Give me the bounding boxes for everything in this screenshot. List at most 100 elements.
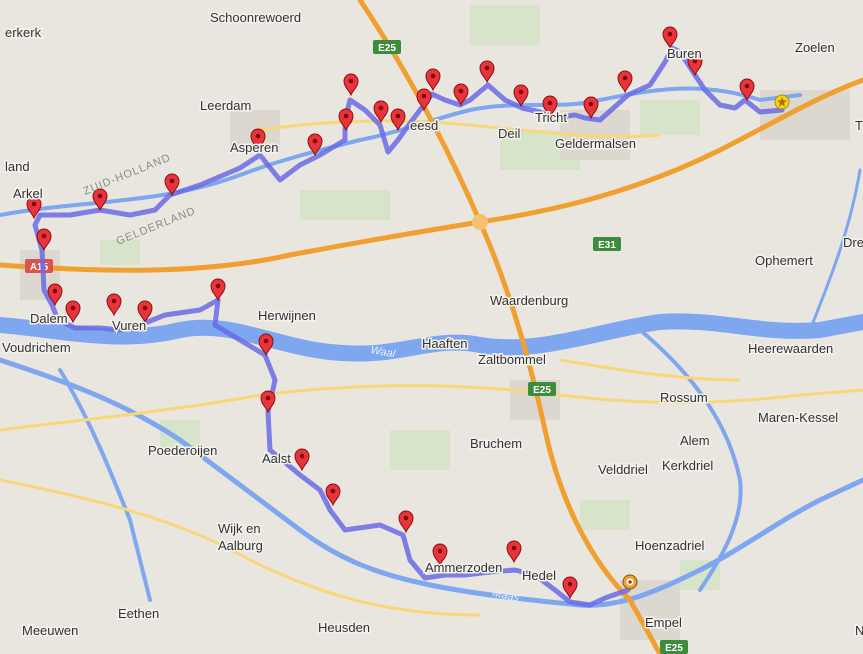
place-herwijnen: Herwijnen	[258, 308, 316, 323]
route-marker-pin-icon[interactable]	[453, 83, 469, 107]
route-line[interactable]	[32, 45, 785, 608]
route-marker-pin-icon[interactable]	[739, 78, 755, 102]
place-eethen: Eethen	[118, 606, 159, 621]
route-marker-pin-icon[interactable]	[398, 510, 414, 534]
place-tricht: Tricht	[535, 110, 567, 125]
place-heusden: Heusden	[318, 620, 370, 635]
svg-text:A15: A15	[30, 262, 49, 273]
route-marker-pin-icon[interactable]	[137, 300, 153, 324]
place-heerewaarden: Heerewaarden	[748, 341, 833, 356]
place-ophemert: Ophemert	[755, 253, 813, 268]
route-marker-pin-icon[interactable]	[390, 108, 406, 132]
route-marker-pin-icon[interactable]	[36, 228, 52, 252]
place-leerkerk: erkerk	[5, 25, 42, 40]
shield-e31: E31	[593, 237, 621, 251]
yellow-star-marker-icon[interactable]	[774, 94, 790, 110]
route-marker-pin-icon[interactable]	[343, 73, 359, 97]
place-marenkessel: Maren-Kessel	[758, 410, 838, 425]
place-geldermalsen: Geldermalsen	[555, 136, 636, 151]
place-vuren: Vuren	[112, 318, 146, 333]
place-kerkdriel: Kerkdriel	[662, 458, 713, 473]
place-empel: Empel	[645, 615, 682, 630]
place-holland: land	[5, 159, 30, 174]
route-marker-pin-icon[interactable]	[106, 293, 122, 317]
place-rossum: Rossum	[660, 390, 708, 405]
river-oxbow	[638, 328, 743, 592]
river-afgedamde-maas	[58, 368, 152, 602]
greenery	[100, 5, 720, 590]
shield-e25-bottom: E25	[660, 640, 688, 654]
place-haaften: Haaften	[422, 336, 468, 351]
route-marker-pin-icon[interactable]	[47, 283, 63, 307]
shield-e25-top: E25	[373, 40, 401, 54]
place-aalst: Aalst	[262, 451, 291, 466]
place-hoenzadriel: Hoenzadriel	[635, 538, 704, 553]
place-waardenburg: Waardenburg	[490, 293, 568, 308]
river-label-waal: Waal	[369, 344, 396, 360]
place-schoonrewoerd: Schoonrewoerd	[210, 10, 301, 25]
svg-text:E31: E31	[598, 240, 616, 251]
route-marker-pin-icon[interactable]	[583, 96, 599, 120]
place-aalburg: Aalburg	[218, 538, 263, 553]
place-bruchem: Bruchem	[470, 436, 522, 451]
route-marker-pin-icon[interactable]	[250, 128, 266, 152]
route-marker-pin-icon[interactable]	[425, 68, 441, 92]
place-hedel: Hedel	[522, 568, 556, 583]
route-marker-pin-icon[interactable]	[416, 88, 432, 112]
place-woudrichem: Voudrichem	[2, 340, 71, 355]
route-marker-pin-icon[interactable]	[210, 278, 226, 302]
place-buren: Buren	[667, 46, 702, 61]
route-marker-pin-icon[interactable]	[65, 300, 81, 324]
place-ammerzoden: Ammerzoden	[425, 560, 502, 575]
secondary-roads	[0, 119, 863, 617]
place-dre: Dre	[843, 235, 863, 250]
route-marker-pin-icon[interactable]	[687, 53, 703, 77]
route-marker-pin-icon[interactable]	[307, 133, 323, 157]
route-marker-pin-icon[interactable]	[258, 333, 274, 357]
canal-right	[808, 168, 862, 332]
route-marker-pin-icon[interactable]	[432, 543, 448, 567]
route-marker-pin-icon[interactable]	[164, 173, 180, 197]
svg-text:E25: E25	[378, 43, 396, 54]
route-marker-pin-icon[interactable]	[617, 70, 633, 94]
route-marker-pin-icon[interactable]	[338, 108, 354, 132]
route-marker-pin-icon[interactable]	[506, 540, 522, 564]
place-zoelen: Zoelen	[795, 40, 835, 55]
place-poederoijen: Poederoijen	[148, 443, 217, 458]
river-waal	[0, 313, 863, 362]
route-marker-pin-icon[interactable]	[542, 95, 558, 119]
place-beesd: eesd	[410, 118, 438, 133]
place-t: T	[855, 118, 863, 133]
orange-target-marker-icon[interactable]	[622, 574, 638, 590]
river-label-maas: Maas	[491, 587, 520, 604]
shield-e25-mid: E25	[528, 382, 556, 396]
place-wijken: Wijk en	[218, 521, 261, 536]
place-leerdam: Leerdam	[200, 98, 251, 113]
route-marker-pin-icon[interactable]	[325, 483, 341, 507]
place-alem: Alem	[680, 433, 710, 448]
route-marker-pin-icon[interactable]	[294, 448, 310, 472]
place-asperen: Asperen	[230, 140, 278, 155]
route-marker-pin-icon[interactable]	[562, 576, 578, 600]
route-marker-pin-icon[interactable]	[260, 390, 276, 414]
route-marker-pin-icon[interactable]	[513, 84, 529, 108]
route-marker-pin-icon[interactable]	[26, 196, 42, 220]
river-maas	[0, 357, 863, 608]
place-zaltbommel: Zaltbommel	[478, 352, 546, 367]
route-marker-pin-icon[interactable]	[373, 100, 389, 124]
place-meeuwen: Meeuwen	[22, 623, 78, 638]
place-n: N	[855, 623, 863, 638]
place-velddriel: Velddriel	[598, 462, 648, 477]
route-marker-pin-icon[interactable]	[479, 60, 495, 84]
route-marker-pin-icon[interactable]	[662, 26, 678, 50]
place-labels: Schoonrewoerd erkerk Zoelen Buren Leerda…	[1, 9, 863, 640]
place-arkel: Arkel	[13, 186, 43, 201]
route-markers[interactable]	[26, 26, 755, 600]
route-marker-pin-icon[interactable]	[92, 188, 108, 212]
place-dalem: Dalem	[30, 311, 68, 326]
interchange	[472, 214, 488, 230]
shield-a15: A15	[25, 259, 53, 273]
place-deil: Deil	[498, 126, 521, 141]
